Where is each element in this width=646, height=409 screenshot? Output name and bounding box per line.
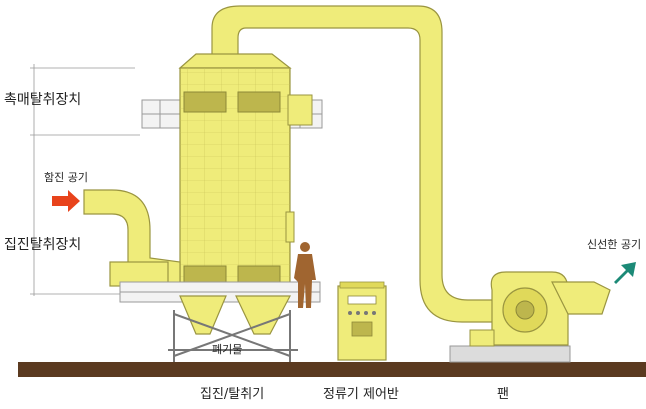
contaminated-air-label: 함진 공기	[44, 171, 88, 184]
support-frame	[168, 310, 298, 362]
collection-unit-label: 집진탈취장치	[4, 237, 82, 253]
person-icon	[294, 242, 316, 308]
waste-label: 폐기물	[212, 343, 243, 356]
catalyst-unit-label: 촉매탈취장치	[4, 92, 82, 108]
overhead-duct	[211, 5, 501, 323]
arrow-right-icon	[52, 190, 80, 212]
collection-panels	[183, 265, 281, 287]
collector-label: 집진/탈취기	[200, 387, 265, 402]
dimension-lines	[30, 64, 140, 296]
control-panel	[337, 281, 387, 361]
fan-label: 팬	[497, 387, 509, 402]
inlet-duct	[83, 189, 181, 293]
controller-label: 정류기 제어반	[323, 387, 399, 402]
arrow-up-right-icon	[614, 262, 636, 284]
catalyst-panels	[183, 91, 281, 113]
tower-cap	[178, 53, 292, 69]
fresh-air-label: 신선한 공기	[587, 238, 642, 251]
ground-bar	[18, 362, 646, 377]
hoppers	[179, 295, 291, 335]
side-box	[287, 94, 313, 126]
side-flange	[285, 211, 295, 243]
fan-unit	[449, 271, 611, 363]
